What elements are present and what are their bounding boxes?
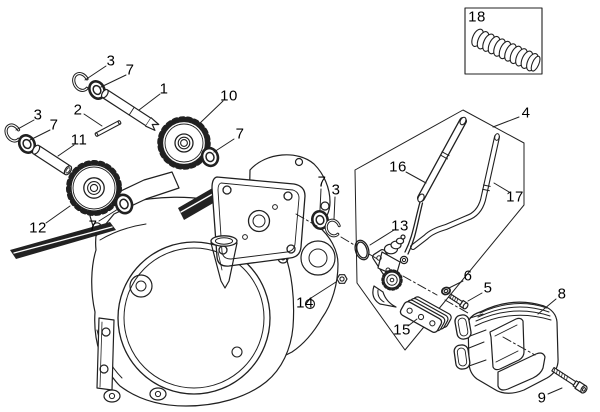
- nut-14: [336, 274, 348, 284]
- callout-label-10: 10: [220, 87, 238, 105]
- leader-line-3: [15, 119, 35, 131]
- leader-line-12: [45, 205, 71, 224]
- callout-label-4: 4: [521, 104, 531, 122]
- cover-8: [453, 301, 559, 394]
- bolt-5: [448, 293, 469, 310]
- callout-label-7: 7: [235, 125, 245, 143]
- callout-label-18: 18: [468, 8, 486, 26]
- circlip-3-pump-side: [324, 218, 342, 238]
- leader-line-3: [333, 196, 336, 220]
- callout-label-7: 7: [317, 173, 327, 191]
- callout-label-7: 7: [125, 61, 135, 79]
- leader-line-7: [98, 208, 119, 222]
- pump-mounting-face: [211, 176, 306, 267]
- sprocket-10: [157, 116, 211, 170]
- oil-funnel: [210, 235, 238, 289]
- leader-lines: [15, 65, 563, 395]
- callout-label-12: 12: [29, 219, 47, 237]
- leader-line-1: [138, 93, 161, 111]
- leader-line-14: [310, 281, 337, 299]
- assembly-axis-line: [295, 213, 536, 356]
- leader-line-11: [57, 144, 75, 157]
- leader-line-2: [83, 113, 103, 127]
- pump-cable: [404, 201, 424, 255]
- leader-line-8: [537, 298, 557, 315]
- leader-line-17: [493, 182, 510, 193]
- leader-line-7: [213, 138, 235, 153]
- callout-label-11: 11: [70, 131, 88, 149]
- callout-label-5: 5: [483, 279, 493, 297]
- hose-17: [410, 133, 500, 250]
- o-ring-13: [354, 239, 370, 261]
- leader-line-7: [29, 129, 51, 141]
- callout-label-16: 16: [389, 158, 407, 176]
- leader-line-3: [84, 65, 107, 81]
- pin-2: [94, 120, 122, 137]
- panel-outline-4: [354, 109, 525, 351]
- spring-18: [471, 28, 541, 72]
- leader-line-7: [100, 74, 127, 88]
- leader-line-4: [492, 116, 520, 128]
- leader-line-6: [448, 280, 464, 289]
- circlip-3-left: [4, 123, 22, 143]
- callout-label-8: 8: [557, 285, 567, 303]
- pin-11: [31, 144, 73, 176]
- sprocket-12: [66, 160, 122, 216]
- callout-label-13: 13: [391, 217, 409, 235]
- callout-label-3: 3: [106, 52, 116, 70]
- callout-label-15: 15: [393, 321, 411, 339]
- leader-line-5: [467, 292, 483, 302]
- leader-line-15: [407, 318, 418, 327]
- seal-7-pump-side: [311, 209, 329, 231]
- leader-line-13: [369, 229, 395, 246]
- callout-label-2: 2: [73, 101, 83, 119]
- callout-label-3: 3: [33, 106, 43, 124]
- inset-box-18: [464, 7, 543, 75]
- leader-line-7: [319, 188, 322, 211]
- callout-label-7: 7: [88, 217, 98, 235]
- callout-label-14: 14: [296, 294, 314, 312]
- seal-7-below-sprocket-12: [114, 193, 134, 215]
- shaft-1: [100, 88, 160, 131]
- hose-16: [417, 116, 467, 203]
- callout-label-3: 3: [331, 181, 341, 199]
- callout-label-17: 17: [506, 188, 524, 206]
- plate-15: [399, 296, 452, 333]
- seal-7-right-of-sprocket: [200, 146, 220, 168]
- callout-label-6: 6: [463, 267, 473, 285]
- callout-label-9: 9: [537, 389, 547, 407]
- callout-label-1: 1: [159, 80, 169, 98]
- washer-6: [440, 286, 452, 296]
- callout-label-7: 7: [49, 116, 59, 134]
- leader-line-16: [405, 171, 427, 184]
- leader-line-10: [197, 100, 224, 126]
- seal-7-top: [88, 80, 106, 100]
- screw-9: [551, 366, 588, 394]
- leader-line-9: [547, 387, 563, 395]
- circlip-3-top: [72, 71, 90, 93]
- oil-pump: [372, 234, 409, 308]
